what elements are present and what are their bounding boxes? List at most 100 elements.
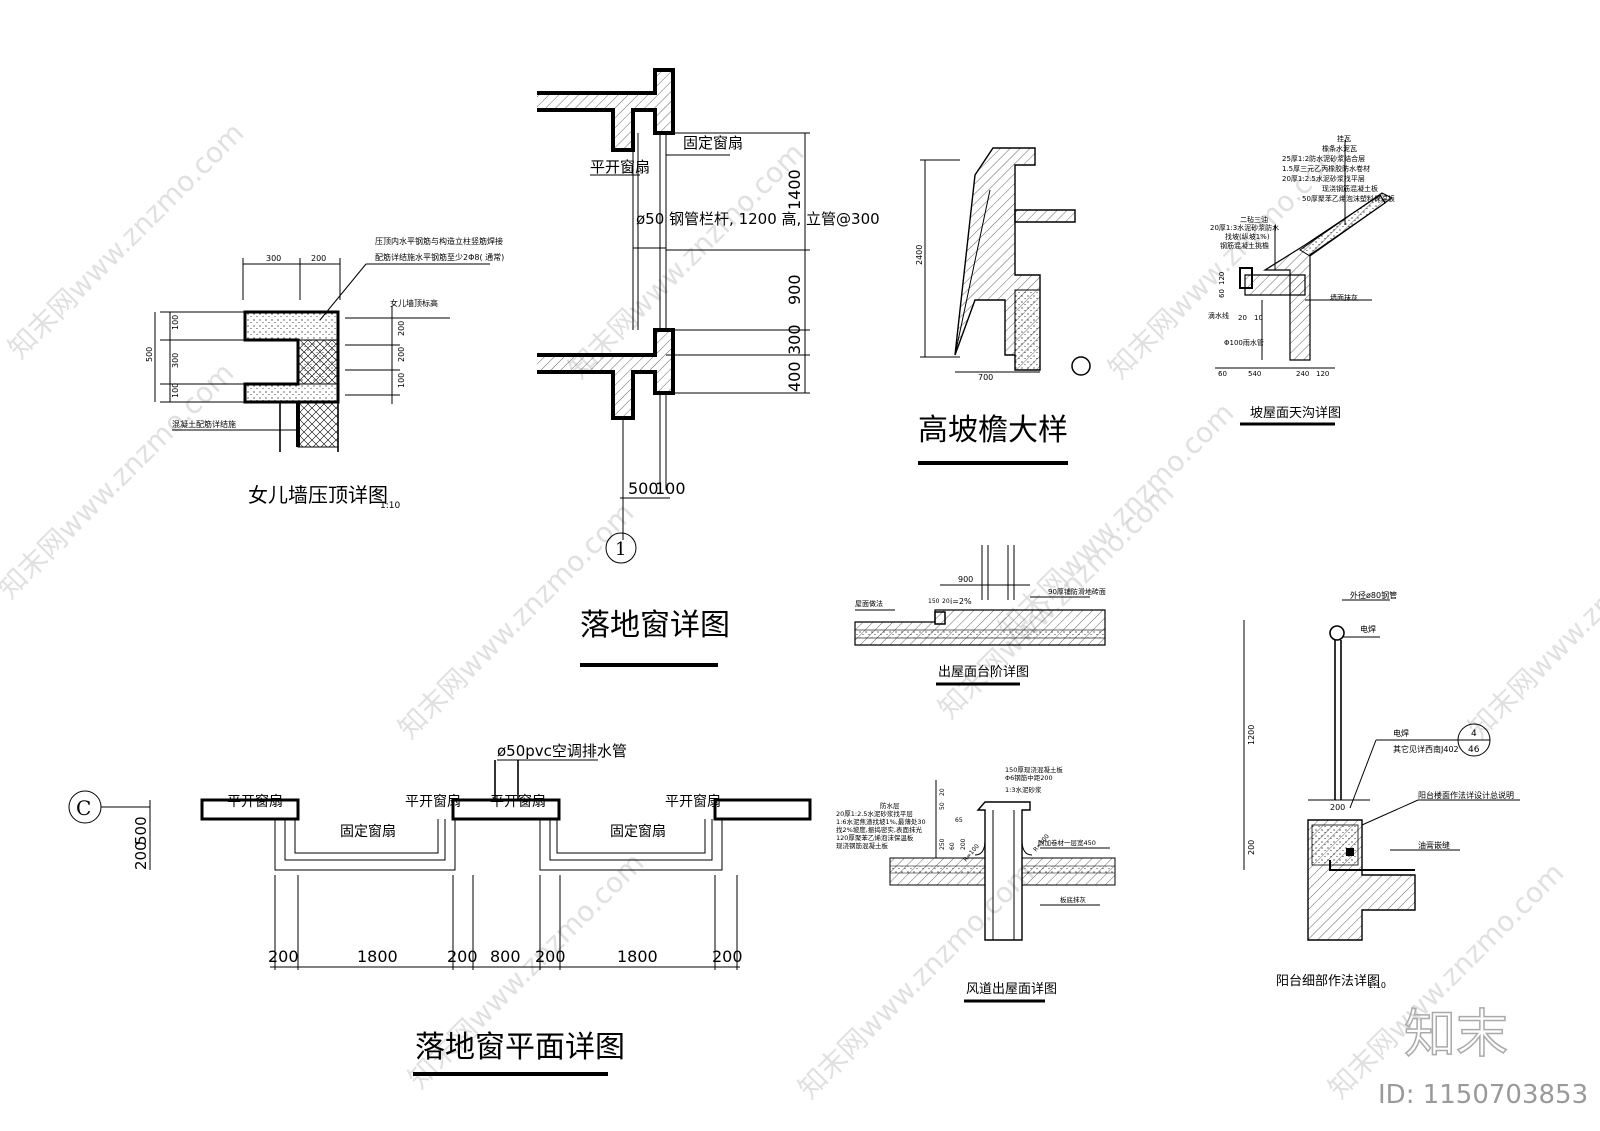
watermark-layer: 知末网www.znzmo.com 知末网www.znzmo.com 知末网www… bbox=[0, 116, 1600, 1105]
window-section-detail: 固定窗扇 平开窗扇 ø50 钢管栏杆, 1200 高, 立管@300 1400 … bbox=[537, 68, 880, 667]
dim-label: 400 bbox=[785, 361, 804, 392]
watermark-text: 知末网www.znzmo.com bbox=[1102, 136, 1351, 385]
duct-note: 150厚现浇混凝土板 bbox=[1005, 765, 1063, 774]
duct-note: 1:3水泥砂浆 bbox=[1005, 785, 1042, 794]
watermark-text: 知末网www.znzmo.com bbox=[0, 356, 240, 605]
dim-label: 200 bbox=[268, 947, 299, 966]
slope-label: i=2% bbox=[950, 597, 972, 606]
plan-casement-label: 平开窗扇 bbox=[227, 793, 283, 810]
balcony-note: 其它见详西南J402 bbox=[1393, 744, 1459, 754]
dim-label: 200 bbox=[1330, 803, 1345, 812]
window-casement-label: 平开窗扇 bbox=[590, 158, 650, 176]
watermark-text: 知末网www.znzmo.com bbox=[1462, 496, 1600, 745]
plan-axis-label: C bbox=[76, 796, 91, 820]
dim-label: 120 bbox=[1316, 370, 1329, 378]
image-id: ID: 1150703853 bbox=[1378, 1080, 1588, 1110]
dim-label: 20 bbox=[942, 598, 950, 605]
duct-note: 1:6水泥焦渣找坡1%,最薄处30 bbox=[836, 817, 926, 826]
duct-note: 防水层 bbox=[880, 801, 900, 810]
plan-casement-label: 平开窗扇 bbox=[405, 793, 461, 810]
dim-label: 20 bbox=[939, 788, 946, 796]
dim-label: 150 bbox=[928, 598, 940, 605]
balcony-note: 阳台楼面作法详设计总说明 bbox=[1418, 790, 1514, 800]
dim-label: 300 bbox=[785, 324, 804, 355]
dim-label: 100 bbox=[171, 315, 180, 330]
gutter-note: 找坡(纵坡1%) bbox=[1225, 232, 1270, 241]
dim-label: 300 bbox=[171, 353, 180, 368]
callout-top: 4 bbox=[1471, 729, 1477, 739]
dim-label: 900 bbox=[785, 274, 804, 305]
dim-label: 500 bbox=[132, 816, 150, 845]
duct-detail: 150厚现浇混凝土板 Φ6钢筋中距200 1:3水泥砂浆 防水层 20厚1:2.… bbox=[836, 765, 1116, 1003]
dim-label: 200 bbox=[132, 841, 150, 870]
step-title: 出屋面台阶详图 bbox=[938, 665, 1029, 680]
duct-title: 风道出屋面详图 bbox=[966, 982, 1057, 997]
parapet-detail: 300 200 100 300 100 500 200 200 100 压顶内水… bbox=[145, 236, 504, 511]
dim-label: 120 bbox=[1218, 272, 1226, 285]
duct-note: 现浇钢筋混凝土板 bbox=[836, 841, 889, 850]
balcony-detail: 外径ø80钢管 电焊 200 1200 200 电焊 其它见详西南J402 4 … bbox=[1243, 590, 1520, 990]
watermark-text: 知末网www.znzmo.com bbox=[2, 116, 251, 365]
balcony-scale: 1:10 bbox=[1368, 981, 1386, 990]
gutter-note: Φ100雨水管 bbox=[1224, 338, 1264, 347]
balcony-note: 油膏嵌缝 bbox=[1418, 840, 1450, 850]
dim-label: 100 bbox=[171, 383, 180, 398]
duct-note: 找2%坡度,振捣密实,表面抹光 bbox=[836, 825, 922, 834]
parapet-title: 女儿墙压顶详图 bbox=[248, 483, 388, 507]
window-plan-title: 落地窗平面详图 bbox=[415, 1030, 625, 1065]
dim-label: 100 bbox=[655, 479, 686, 498]
balcony-note: 外径ø80钢管 bbox=[1350, 590, 1397, 600]
gutter-note: 钢筋混凝土挑檐 bbox=[1220, 241, 1269, 250]
dim-label: 1800 bbox=[357, 947, 398, 966]
window-rail-label: ø50 钢管栏杆, 1200 高, 立管@300 bbox=[636, 210, 880, 228]
duct-note: 板底抹灰 bbox=[1060, 895, 1087, 904]
plan-casement-label: 平开窗扇 bbox=[665, 793, 721, 810]
parapet-note: 混凝土配筋详结施 bbox=[172, 419, 236, 429]
plan-casement-label: 平开窗扇 bbox=[490, 793, 546, 810]
plan-fixed-label: 固定窗扇 bbox=[340, 823, 396, 840]
dim-label: 65 bbox=[955, 817, 963, 824]
duct-note: Φ6钢筋中距200 bbox=[1005, 773, 1053, 782]
dim-label: 800 bbox=[490, 947, 521, 966]
dim-label: 200 bbox=[397, 347, 406, 362]
parapet-scale: 1:10 bbox=[380, 501, 400, 511]
dim-label: 10 bbox=[1254, 314, 1263, 322]
window-plan-detail: C ø50pvc空调排水管 平开窗扇 平开窗扇 平开窗扇 平开窗扇 固定窗扇 固… bbox=[68, 742, 812, 1076]
dim-label: 200 bbox=[397, 321, 406, 336]
step-detail: 900 i=2% 屋面做法 90厚铺防滑地砖面 150 20 出屋面台阶详图 bbox=[854, 545, 1106, 686]
brand-logo: 知末 bbox=[1404, 1005, 1508, 1065]
gutter-title: 坡屋面天沟详图 bbox=[1250, 406, 1341, 421]
gutter-note: 20厚1:3水泥砂浆防水 bbox=[1210, 223, 1279, 232]
window-fixed-label: 固定窗扇 bbox=[683, 134, 743, 152]
gutter-layer: 20厚1:2.5水泥砂浆找平层 bbox=[1282, 174, 1365, 183]
dim-label: 60 bbox=[949, 842, 956, 850]
pipe-label: ø50pvc空调排水管 bbox=[497, 742, 627, 760]
parapet-note: 女儿墙顶标高 bbox=[390, 298, 438, 308]
dim-label: 200 bbox=[535, 947, 566, 966]
dim-label: 20 bbox=[1238, 314, 1247, 322]
dim-label: 100 bbox=[397, 373, 406, 388]
dim-label: 250 bbox=[939, 838, 946, 850]
dim-label: 60 bbox=[1218, 289, 1226, 298]
dim-label: 200 bbox=[1247, 840, 1256, 855]
gutter-layer: 1.5厚三元乙丙橡胶防水卷材 bbox=[1282, 164, 1370, 173]
gutter-layer: 挂瓦 bbox=[1337, 134, 1351, 143]
gutter-detail: 挂瓦 橡条水泥瓦 25厚1:2防水泥砂浆结合层 1.5厚三元乙丙橡胶防水卷材 2… bbox=[1208, 134, 1395, 426]
dim-label: 500 bbox=[145, 347, 154, 362]
gutter-layer: 现浇钢筋混凝土板 bbox=[1322, 184, 1378, 193]
gutter-layer: 50厚聚苯乙烯泡沫塑料保温板 bbox=[1302, 194, 1395, 203]
parapet-note: 压顶内水平钢筋与构造立柱竖筋焊接 bbox=[375, 236, 503, 246]
dim-label: 1800 bbox=[617, 947, 658, 966]
gutter-note: 滴水线 bbox=[1208, 311, 1229, 320]
callout-bottom: 46 bbox=[1468, 745, 1480, 755]
eave-title: 高坡檐大样 bbox=[918, 413, 1068, 448]
dim-label: 1400 bbox=[785, 169, 804, 210]
window-section-title: 落地窗详图 bbox=[580, 608, 730, 643]
dim-label: 50 bbox=[939, 802, 946, 810]
duct-note: 20厚1:2.5水泥砂浆找平层 bbox=[836, 809, 913, 818]
gutter-layer: 25厚1:2防水泥砂浆结合层 bbox=[1282, 154, 1365, 163]
gutter-layer-notes: 挂瓦 橡条水泥瓦 25厚1:2防水泥砂浆结合层 1.5厚三元乙丙橡胶防水卷材 2… bbox=[1282, 134, 1395, 225]
dim-label: 240 bbox=[1296, 370, 1309, 378]
balcony-note: 电焊 bbox=[1360, 624, 1376, 634]
dim-label: 500 bbox=[628, 479, 659, 498]
